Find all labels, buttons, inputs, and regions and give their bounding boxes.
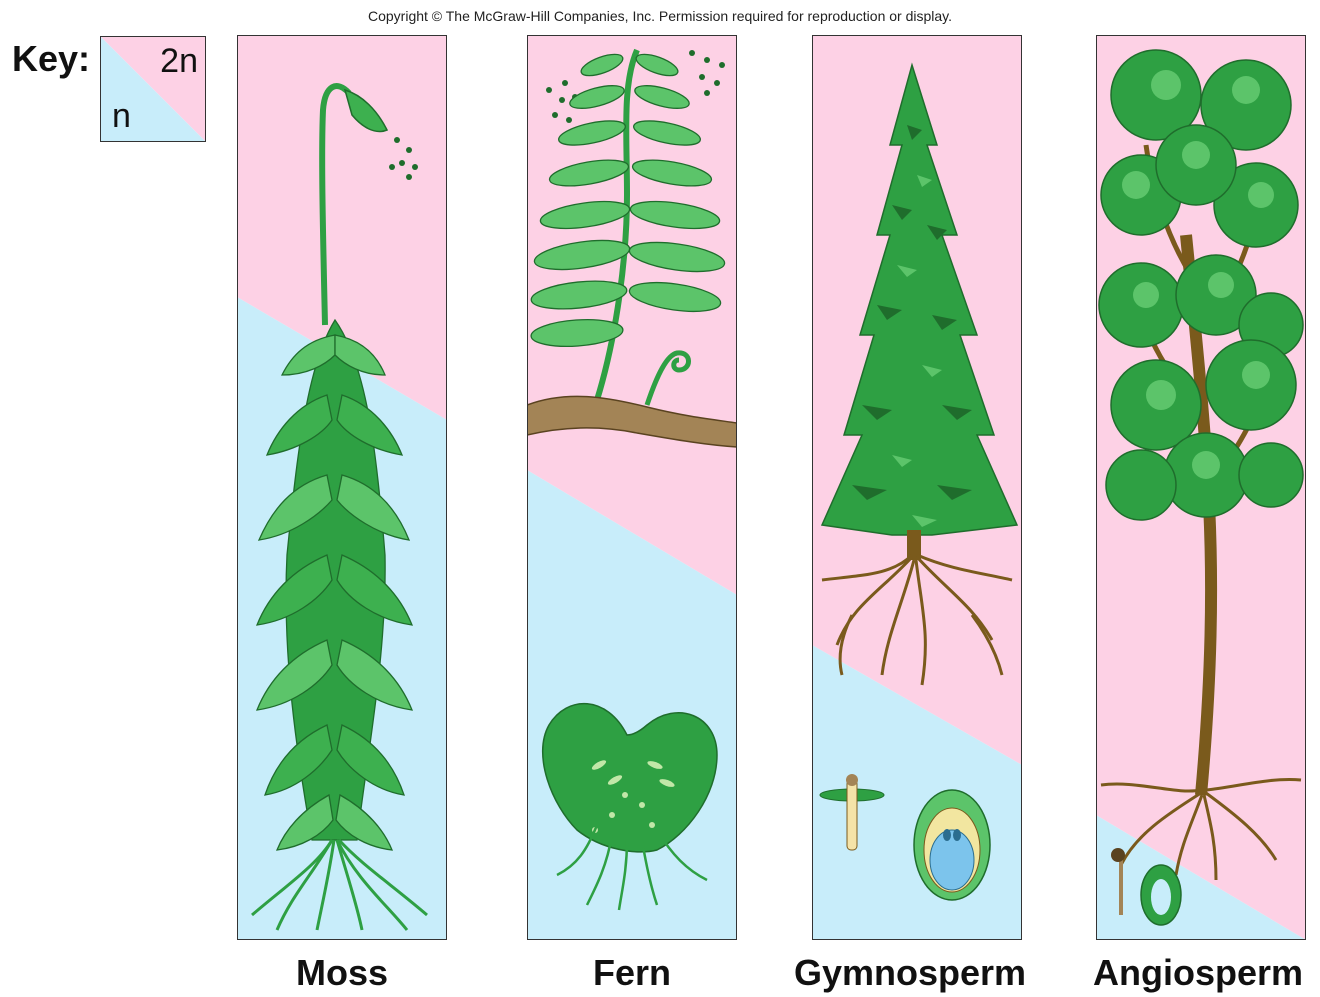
- angiosperm-illustration: [1096, 35, 1306, 940]
- angiosperm-label: Angiosperm: [1076, 952, 1320, 994]
- key-legend: 2n n: [100, 36, 206, 142]
- gymnosperm-label: Gymnosperm: [780, 952, 1040, 994]
- moss-panel: [237, 35, 447, 940]
- key-title: Key:: [12, 38, 90, 80]
- angiosperm-panel: [1096, 35, 1306, 940]
- key-haploid-label: n: [112, 97, 131, 136]
- gymnosperm-illustration: [812, 35, 1022, 940]
- gymnosperm-panel: [812, 35, 1022, 940]
- fern-label: Fern: [527, 952, 737, 994]
- moss-illustration: [237, 35, 447, 940]
- key-diploid-label: 2n: [160, 42, 198, 81]
- copyright-notice: Copyright © The McGraw-Hill Companies, I…: [0, 8, 1320, 24]
- fern-panel: [527, 35, 737, 940]
- fern-illustration: [527, 35, 737, 940]
- moss-label: Moss: [237, 952, 447, 994]
